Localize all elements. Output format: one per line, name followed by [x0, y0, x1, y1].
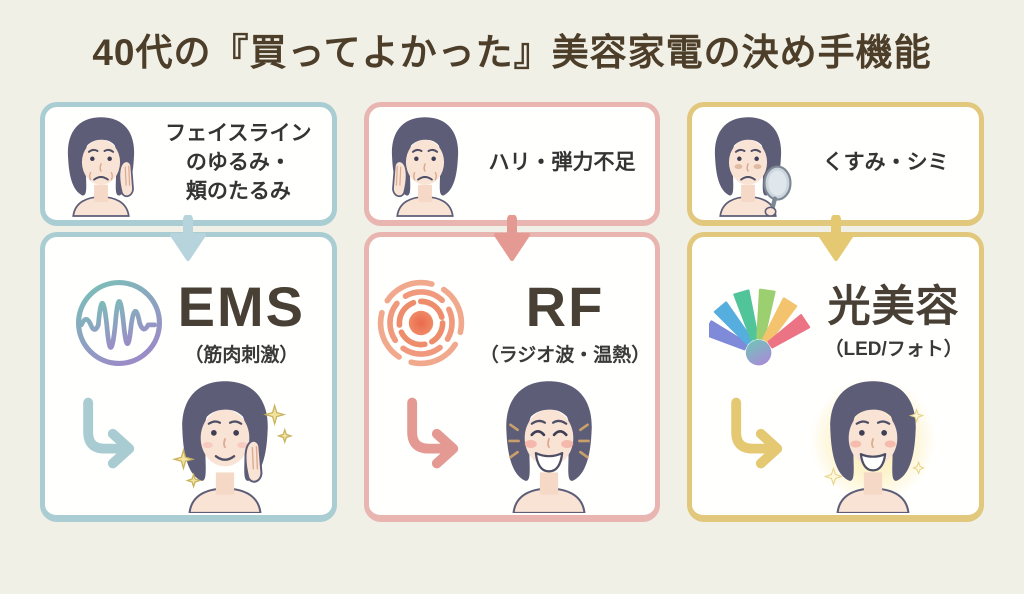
- concern-card-rf: ハリ・弾力不足: [363, 102, 661, 226]
- rainbow-light-fan-icon: [708, 288, 810, 366]
- columns-container: フェイスライン のゆるみ・ 頬のたるみ EMS （: [0, 102, 1024, 522]
- glowing-happy-face-illustration: [809, 377, 936, 513]
- concern-label: フェイスライン のゆるみ・ 頬のたるみ: [165, 122, 312, 203]
- sparkle-icon: [823, 407, 925, 487]
- page-title: 40代の『買ってよかった』美容家電の決め手機能: [92, 32, 932, 73]
- feature-card-ems: EMS （筋肉刺激）: [40, 232, 337, 522]
- feature-text: 光美容 （LED/フォト）: [824, 282, 963, 361]
- down-arrow-icon: [817, 215, 854, 261]
- feature-row: 光美容 （LED/フォト）: [692, 275, 979, 371]
- curved-arrow-icon: [407, 397, 459, 469]
- curved-arrow-icon: [83, 397, 135, 469]
- feature-row: EMS （筋肉刺激）: [45, 275, 332, 371]
- column-rf: ハリ・弾力不足 RF: [363, 102, 661, 522]
- worried-face-with-mirror-illustration: [715, 116, 792, 217]
- worried-face-illustration: [67, 116, 135, 217]
- happy-face-illustration: [172, 381, 294, 513]
- concern-label: くすみ・シミ: [822, 151, 949, 175]
- waveform-circle-icon: [75, 279, 162, 367]
- result-row: [45, 371, 332, 515]
- sparkle-icon: [172, 403, 294, 489]
- feature-label: RF: [525, 275, 605, 338]
- result-row: [369, 371, 656, 515]
- down-arrow-icon: [170, 215, 207, 261]
- down-arrow-icon: [494, 215, 530, 261]
- feature-card-rf: RF （ラジオ波・温熱）: [363, 232, 661, 522]
- feature-label: EMS: [177, 275, 306, 338]
- worried-face-illustration: [391, 116, 458, 217]
- feature-text: EMS （筋肉刺激）: [178, 279, 305, 367]
- concern-card-ems: フェイスライン のゆるみ・ 頬のたるみ: [40, 102, 337, 226]
- feature-text: RF （ラジオ波・温熱）: [480, 279, 651, 367]
- feature-label: 光美容: [827, 282, 960, 331]
- feature-card-light: 光美容 （LED/フォト）: [687, 232, 985, 522]
- result-row: [692, 371, 979, 515]
- radiance-lines: [508, 423, 590, 459]
- feature-sub-label: （ラジオ波・温熱）: [479, 345, 651, 366]
- radio-wave-rings-icon: [377, 279, 464, 367]
- feature-sub-label: （筋肉刺激）: [184, 345, 299, 366]
- happy-face-illustration: [506, 381, 592, 513]
- concern-label: ハリ・弾力不足: [488, 151, 636, 175]
- column-light: くすみ・シミ: [687, 102, 985, 522]
- feature-sub-label: （LED/フォト）: [824, 338, 963, 360]
- concern-card-light: くすみ・シミ: [687, 102, 985, 226]
- hand-mirror-icon: [763, 165, 792, 217]
- column-ems: フェイスライン のゆるみ・ 頬のたるみ EMS （: [40, 102, 337, 522]
- feature-row: RF （ラジオ波・温熱）: [369, 275, 656, 371]
- curved-arrow-icon: [730, 397, 782, 469]
